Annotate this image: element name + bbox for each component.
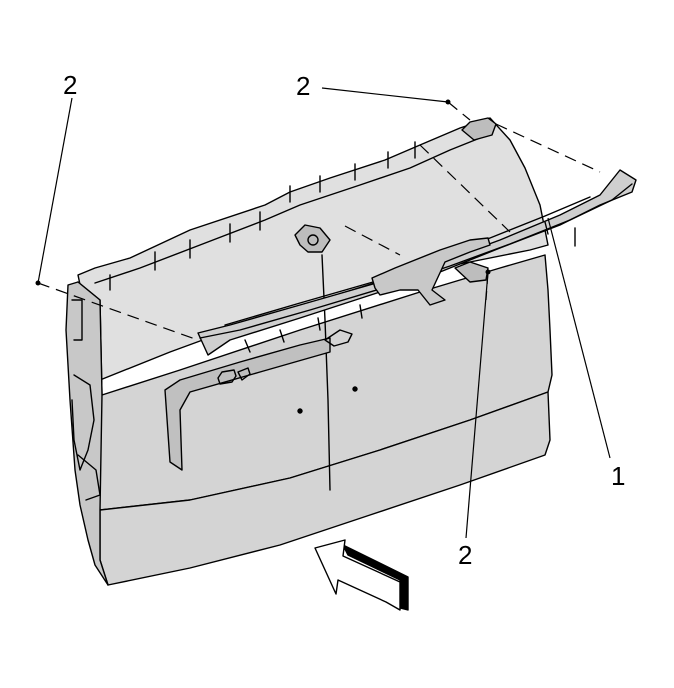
license-plate-recess [164, 337, 331, 471]
trim-handle-block [371, 237, 491, 306]
inner-panel-rib-1 [109, 211, 261, 291]
leader-line-right [547, 217, 611, 459]
inner-panel-rib-2 [289, 141, 416, 203]
callout-2-bottom: 2 [458, 540, 473, 570]
strip-hash-marks [244, 221, 576, 353]
direction-arrow-icon [314, 539, 409, 611]
alignment-line-center [344, 144, 511, 256]
hinge-bracket [294, 224, 331, 253]
fastener-dot-left [35, 280, 41, 286]
hinge-bolt-hole [307, 234, 319, 246]
left-frame-detail [71, 299, 101, 501]
inner-panel-top-edge [94, 137, 481, 284]
fastener-dot-top [445, 99, 451, 105]
leader-line-bottom [465, 271, 489, 539]
left-side-frame [65, 281, 109, 586]
callout-2-top-left: 2 [63, 70, 78, 100]
callout-1-right: 1 [611, 461, 626, 491]
fastener-dot-bottom [485, 269, 491, 275]
alignment-line-left [37, 282, 199, 341]
leader-line-top-right [321, 87, 449, 103]
trim-strip-top-line [199, 183, 633, 339]
panel-hole-2 [352, 386, 358, 392]
emblem-small-icon [324, 329, 353, 347]
callout-2-top-right: 2 [296, 71, 311, 101]
center-seam [321, 254, 331, 491]
right-bracket [454, 261, 489, 283]
emblem-icon [217, 367, 251, 385]
alignment-line-top-right [447, 101, 601, 173]
panel-hole-1 [297, 408, 303, 414]
leader-line-top-left [37, 97, 73, 284]
bottom-skirt [99, 391, 551, 586]
